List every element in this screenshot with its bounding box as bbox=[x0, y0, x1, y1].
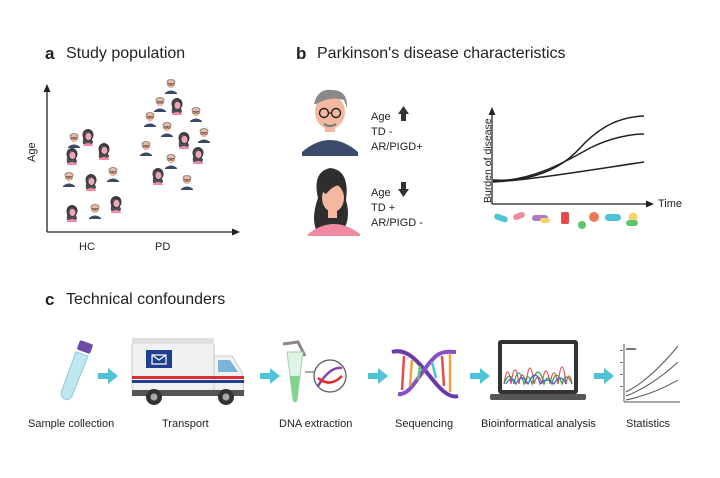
step-label-statistics: Statistics bbox=[626, 418, 671, 430]
young-person-age: Age bbox=[371, 187, 391, 199]
step-label-dna-extraction: DNA extraction bbox=[279, 418, 353, 430]
panel-a-title: Study population bbox=[66, 45, 186, 62]
old-person-age: Age bbox=[371, 111, 391, 123]
burden-curve-mid bbox=[492, 133, 645, 182]
panel-b-title: Parkinson's disease characteristics bbox=[317, 45, 566, 62]
panel-c-letter: c bbox=[45, 290, 55, 309]
panel-b-letter: b bbox=[296, 44, 307, 63]
statistics-plot-icon bbox=[620, 344, 680, 403]
step-label-bioinformatical-analysis: Bioinformatical analysis bbox=[481, 418, 596, 430]
old-person-arpigd: AR/PIGD+ bbox=[371, 141, 423, 153]
dna-helix-icon bbox=[391, 349, 459, 399]
transport-truck-icon bbox=[131, 338, 245, 405]
step-label-sample-collection: Sample collection bbox=[28, 418, 115, 430]
panel-a-x-label-pd: PD bbox=[155, 241, 171, 253]
young-person-arpigd: AR/PIGD - bbox=[371, 217, 423, 229]
young-person-td: TD + bbox=[371, 202, 396, 214]
panel-a-letter: a bbox=[45, 44, 55, 63]
old-man-icon bbox=[302, 89, 358, 156]
burden-curve-high bbox=[492, 115, 645, 181]
burden-chart-x-label: Time bbox=[658, 198, 683, 210]
step-label-transport: Transport bbox=[162, 418, 209, 430]
young-person-traits: Age TD + AR/PIGD - bbox=[371, 186, 423, 231]
age-up-arrow-icon bbox=[398, 106, 409, 121]
step-label-sequencing: Sequencing bbox=[395, 418, 454, 430]
age-down-arrow-icon bbox=[398, 182, 409, 197]
old-person-td: TD - bbox=[371, 126, 393, 138]
workflow-arrows bbox=[98, 368, 614, 384]
panel-a-x-label-hc: HC bbox=[79, 241, 95, 253]
laptop-icon bbox=[490, 340, 586, 400]
dna-extraction-tube-icon bbox=[282, 340, 347, 403]
burden-curve-low bbox=[492, 161, 645, 183]
panel-c-title: Technical confounders bbox=[66, 291, 226, 308]
medication-pills-icon bbox=[494, 211, 638, 229]
old-person-traits: Age TD - AR/PIGD+ bbox=[371, 110, 423, 155]
sample-tube-icon bbox=[60, 340, 93, 401]
young-woman-icon bbox=[308, 168, 360, 236]
